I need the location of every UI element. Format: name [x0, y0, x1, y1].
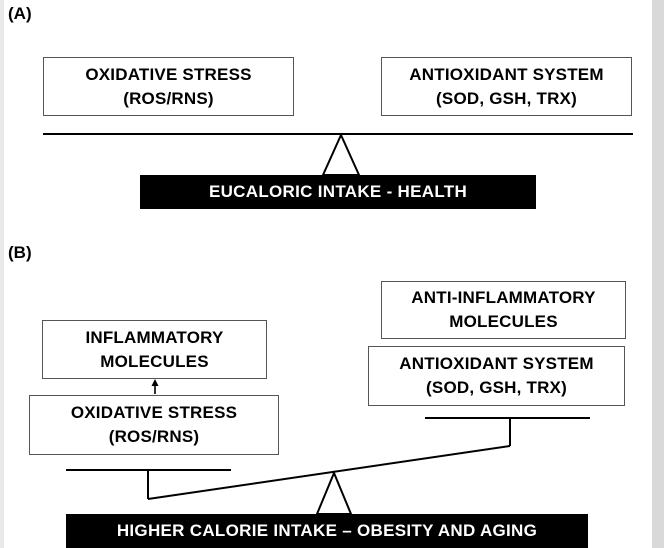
panel-b-inflammatory-molecules-box: INFLAMMATORY MOLECULES — [42, 320, 267, 379]
panel-b-antioxidant-system-subtitle: (SOD, GSH, TRX) — [426, 378, 567, 397]
panel-a-antioxidant-system-box: ANTIOXIDANT SYSTEM (SOD, GSH, TRX) — [381, 57, 632, 116]
panel-b-banner: HIGHER CALORIE INTAKE – OBESITY AND AGIN… — [66, 514, 588, 548]
panel-a-label: (A) — [8, 4, 32, 23]
panel-b-inflammatory-subtitle: MOLECULES — [100, 351, 209, 371]
panel-b-tilted-beam — [147, 445, 511, 500]
left-frame-edge — [0, 0, 4, 548]
panel-a-banner: EUCALORIC INTAKE - HEALTH — [140, 175, 536, 209]
panel-a-antioxidant-system-subtitle: (SOD, GSH, TRX) — [436, 88, 577, 108]
panel-b-oxidative-stress-subtitle: (ROS/RNS) — [108, 427, 200, 446]
panel-b-antioxidant-system-title: ANTIOXIDANT SYSTEM — [399, 354, 594, 373]
panel-b-arrow-head — [151, 379, 159, 386]
panel-a-oxidative-stress-box: OXIDATIVE STRESS (ROS/RNS) — [43, 57, 294, 116]
panel-b-anti-inflammatory-title: ANTI-INFLAMMATORY — [411, 288, 596, 307]
panel-b-antioxidant-system-box: ANTIOXIDANT SYSTEM (SOD, GSH, TRX) — [368, 346, 625, 406]
panel-b-fulcrum — [315, 470, 353, 515]
panel-a-fulcrum — [321, 132, 361, 176]
panel-b-inflammatory-title: INFLAMMATORY — [85, 327, 224, 347]
panel-b-oxidative-stress-box: OXIDATIVE STRESS (ROS/RNS) — [29, 395, 279, 455]
panel-b-label: (B) — [8, 243, 32, 262]
panel-a-antioxidant-system-title: ANTIOXIDANT SYSTEM — [409, 64, 604, 84]
panel-b-anti-inflammatory-subtitle: MOLECULES — [449, 312, 558, 331]
panel-b-oxidative-stress-title: OXIDATIVE STRESS — [70, 403, 238, 422]
panel-b-anti-inflammatory-molecules-box: ANTI-INFLAMMATORY MOLECULES — [381, 281, 626, 339]
panel-a-oxidative-stress-subtitle: (ROS/RNS) — [123, 88, 214, 108]
right-frame-edge — [652, 0, 664, 548]
panel-a-oxidative-stress-title: OXIDATIVE STRESS — [85, 64, 252, 84]
